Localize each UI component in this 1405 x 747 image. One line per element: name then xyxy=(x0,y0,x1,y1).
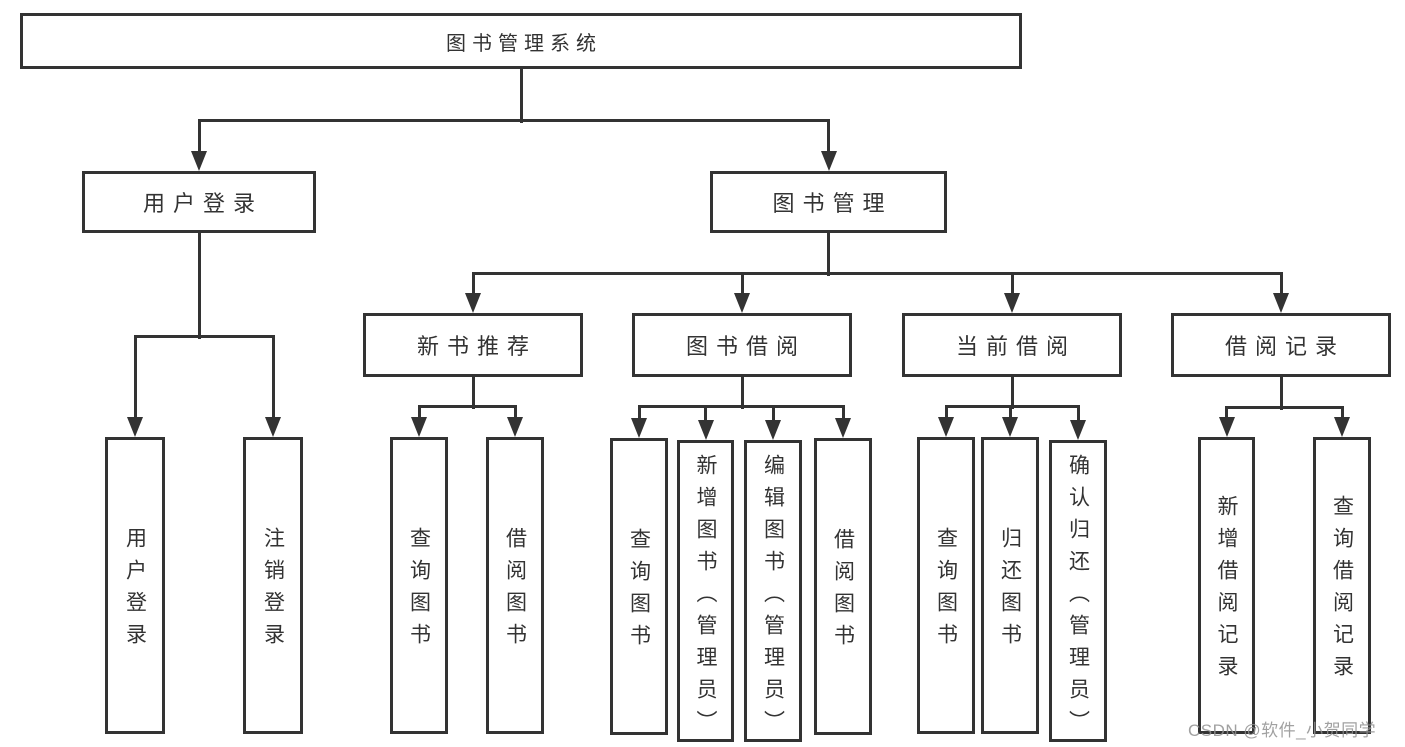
arrow-current-borrow xyxy=(1004,293,1020,313)
node-user-login: 用户登录 xyxy=(82,171,316,233)
node-bb-edit: 编辑图书（管理员） xyxy=(744,440,802,742)
drop-bb-borrow xyxy=(841,406,845,425)
trunk-root xyxy=(519,69,523,123)
arrow-nr-borrow xyxy=(507,417,523,437)
arrow-borrow-record xyxy=(1273,293,1289,313)
drop-nr-borrow xyxy=(513,406,517,424)
drop-book-borrow xyxy=(740,273,744,300)
node-current-borrow: 当前借阅 xyxy=(902,313,1122,377)
node-label-ul-login: 用户登录 xyxy=(123,527,147,655)
node-book-mgmt: 图书管理 xyxy=(710,171,947,233)
drop-borrow-record xyxy=(1279,273,1283,300)
rail-user-login xyxy=(133,334,275,338)
node-book-borrow: 图书借阅 xyxy=(632,313,852,377)
drop-cb-confirm xyxy=(1076,406,1080,427)
arrow-book-mgmt xyxy=(820,151,837,171)
drop-bb-query xyxy=(637,406,641,425)
arrow-nr-query xyxy=(411,417,427,437)
node-cb-return: 归还图书 xyxy=(981,437,1039,734)
node-label-cb-query: 查询图书 xyxy=(934,527,958,655)
drop-ul-logout xyxy=(271,336,275,424)
trunk-current-borrow xyxy=(1010,377,1014,409)
node-label-book-mgmt: 图书管理 xyxy=(772,191,893,216)
node-label-user-login: 用户登录 xyxy=(142,191,263,216)
arrow-user-login xyxy=(191,151,207,171)
watermark: CSDN @软件_小贺同学 xyxy=(1188,721,1377,740)
node-label-nr-borrow: 借阅图书 xyxy=(503,527,527,655)
node-br-add: 新增借阅记录 xyxy=(1198,437,1255,734)
node-new-book-rec: 新书推荐 xyxy=(363,313,583,377)
rail-root xyxy=(197,118,830,122)
node-label-bb-add: 新增图书（管理员） xyxy=(694,454,717,742)
node-bb-query: 查询图书 xyxy=(610,438,668,735)
node-label-br-query: 查询借阅记录 xyxy=(1330,495,1354,687)
drop-bb-add xyxy=(704,406,707,427)
drop-cb-query xyxy=(944,406,948,424)
node-label-bb-borrow: 借阅图书 xyxy=(831,528,855,656)
node-nr-borrow: 借阅图书 xyxy=(486,437,544,734)
node-label-ul-logout: 注销登录 xyxy=(261,527,285,655)
trunk-book-borrow xyxy=(740,377,744,409)
drop-ul-login xyxy=(133,336,137,424)
drop-book-mgmt xyxy=(827,120,830,158)
drop-user-login xyxy=(197,120,201,158)
arrow-br-query xyxy=(1334,417,1350,437)
arrow-cb-confirm xyxy=(1070,420,1086,440)
node-label-bb-query: 查询图书 xyxy=(627,528,651,656)
node-label-bb-edit: 编辑图书（管理员） xyxy=(761,454,785,742)
trunk-book-mgmt xyxy=(827,233,830,276)
rail-book-borrow xyxy=(637,404,845,408)
drop-br-add xyxy=(1225,407,1228,424)
drop-cb-return xyxy=(1008,406,1012,424)
arrow-br-add xyxy=(1218,417,1235,437)
node-bb-borrow: 借阅图书 xyxy=(814,438,872,735)
node-label-book-borrow: 图书借阅 xyxy=(685,334,806,359)
arrow-cb-return xyxy=(1002,417,1018,437)
arrow-book-borrow xyxy=(734,293,750,313)
trunk-borrow-record xyxy=(1279,377,1283,410)
arrow-ul-login xyxy=(127,417,143,437)
node-cb-confirm: 确认归还（管理员） xyxy=(1049,440,1107,742)
rail-current-borrow xyxy=(944,404,1080,408)
node-label-root: 图书管理系统 xyxy=(446,32,602,55)
drop-bb-edit xyxy=(771,406,775,427)
drop-nr-query xyxy=(417,406,421,424)
drop-br-query xyxy=(1340,407,1344,424)
trunk-new-book-rec xyxy=(471,377,475,409)
node-label-cb-return: 归还图书 xyxy=(998,527,1022,655)
node-borrow-record: 借阅记录 xyxy=(1171,313,1391,377)
node-ul-logout: 注销登录 xyxy=(243,437,303,734)
arrow-bb-borrow xyxy=(835,418,851,438)
node-label-cb-confirm: 确认归还（管理员） xyxy=(1066,454,1090,742)
node-label-nr-query: 查询图书 xyxy=(407,527,431,655)
arrow-new-book-rec xyxy=(465,293,481,313)
drop-new-book-rec xyxy=(471,273,475,300)
node-root: 图书管理系统 xyxy=(20,13,1022,69)
rail-borrow-record xyxy=(1225,405,1344,409)
arrow-bb-edit xyxy=(765,420,781,440)
node-nr-query: 查询图书 xyxy=(390,437,448,734)
arrow-cb-query xyxy=(938,417,954,437)
node-cb-query: 查询图书 xyxy=(917,437,975,734)
arrow-bb-add xyxy=(697,420,714,440)
node-label-borrow-record: 借阅记录 xyxy=(1224,334,1345,359)
drop-current-borrow xyxy=(1010,273,1014,300)
node-label-new-book-rec: 新书推荐 xyxy=(416,334,537,359)
node-bb-add: 新增图书（管理员） xyxy=(677,440,734,742)
rail-new-book-rec xyxy=(417,404,517,408)
node-br-query: 查询借阅记录 xyxy=(1313,437,1371,734)
rail-book-mgmt xyxy=(471,271,1283,275)
node-ul-login: 用户登录 xyxy=(105,437,165,734)
node-label-current-borrow: 当前借阅 xyxy=(955,334,1076,359)
arrow-bb-query xyxy=(631,418,647,438)
trunk-user-login xyxy=(197,233,201,339)
arrow-ul-logout xyxy=(265,417,281,437)
node-label-br-add: 新增借阅记录 xyxy=(1215,495,1238,687)
